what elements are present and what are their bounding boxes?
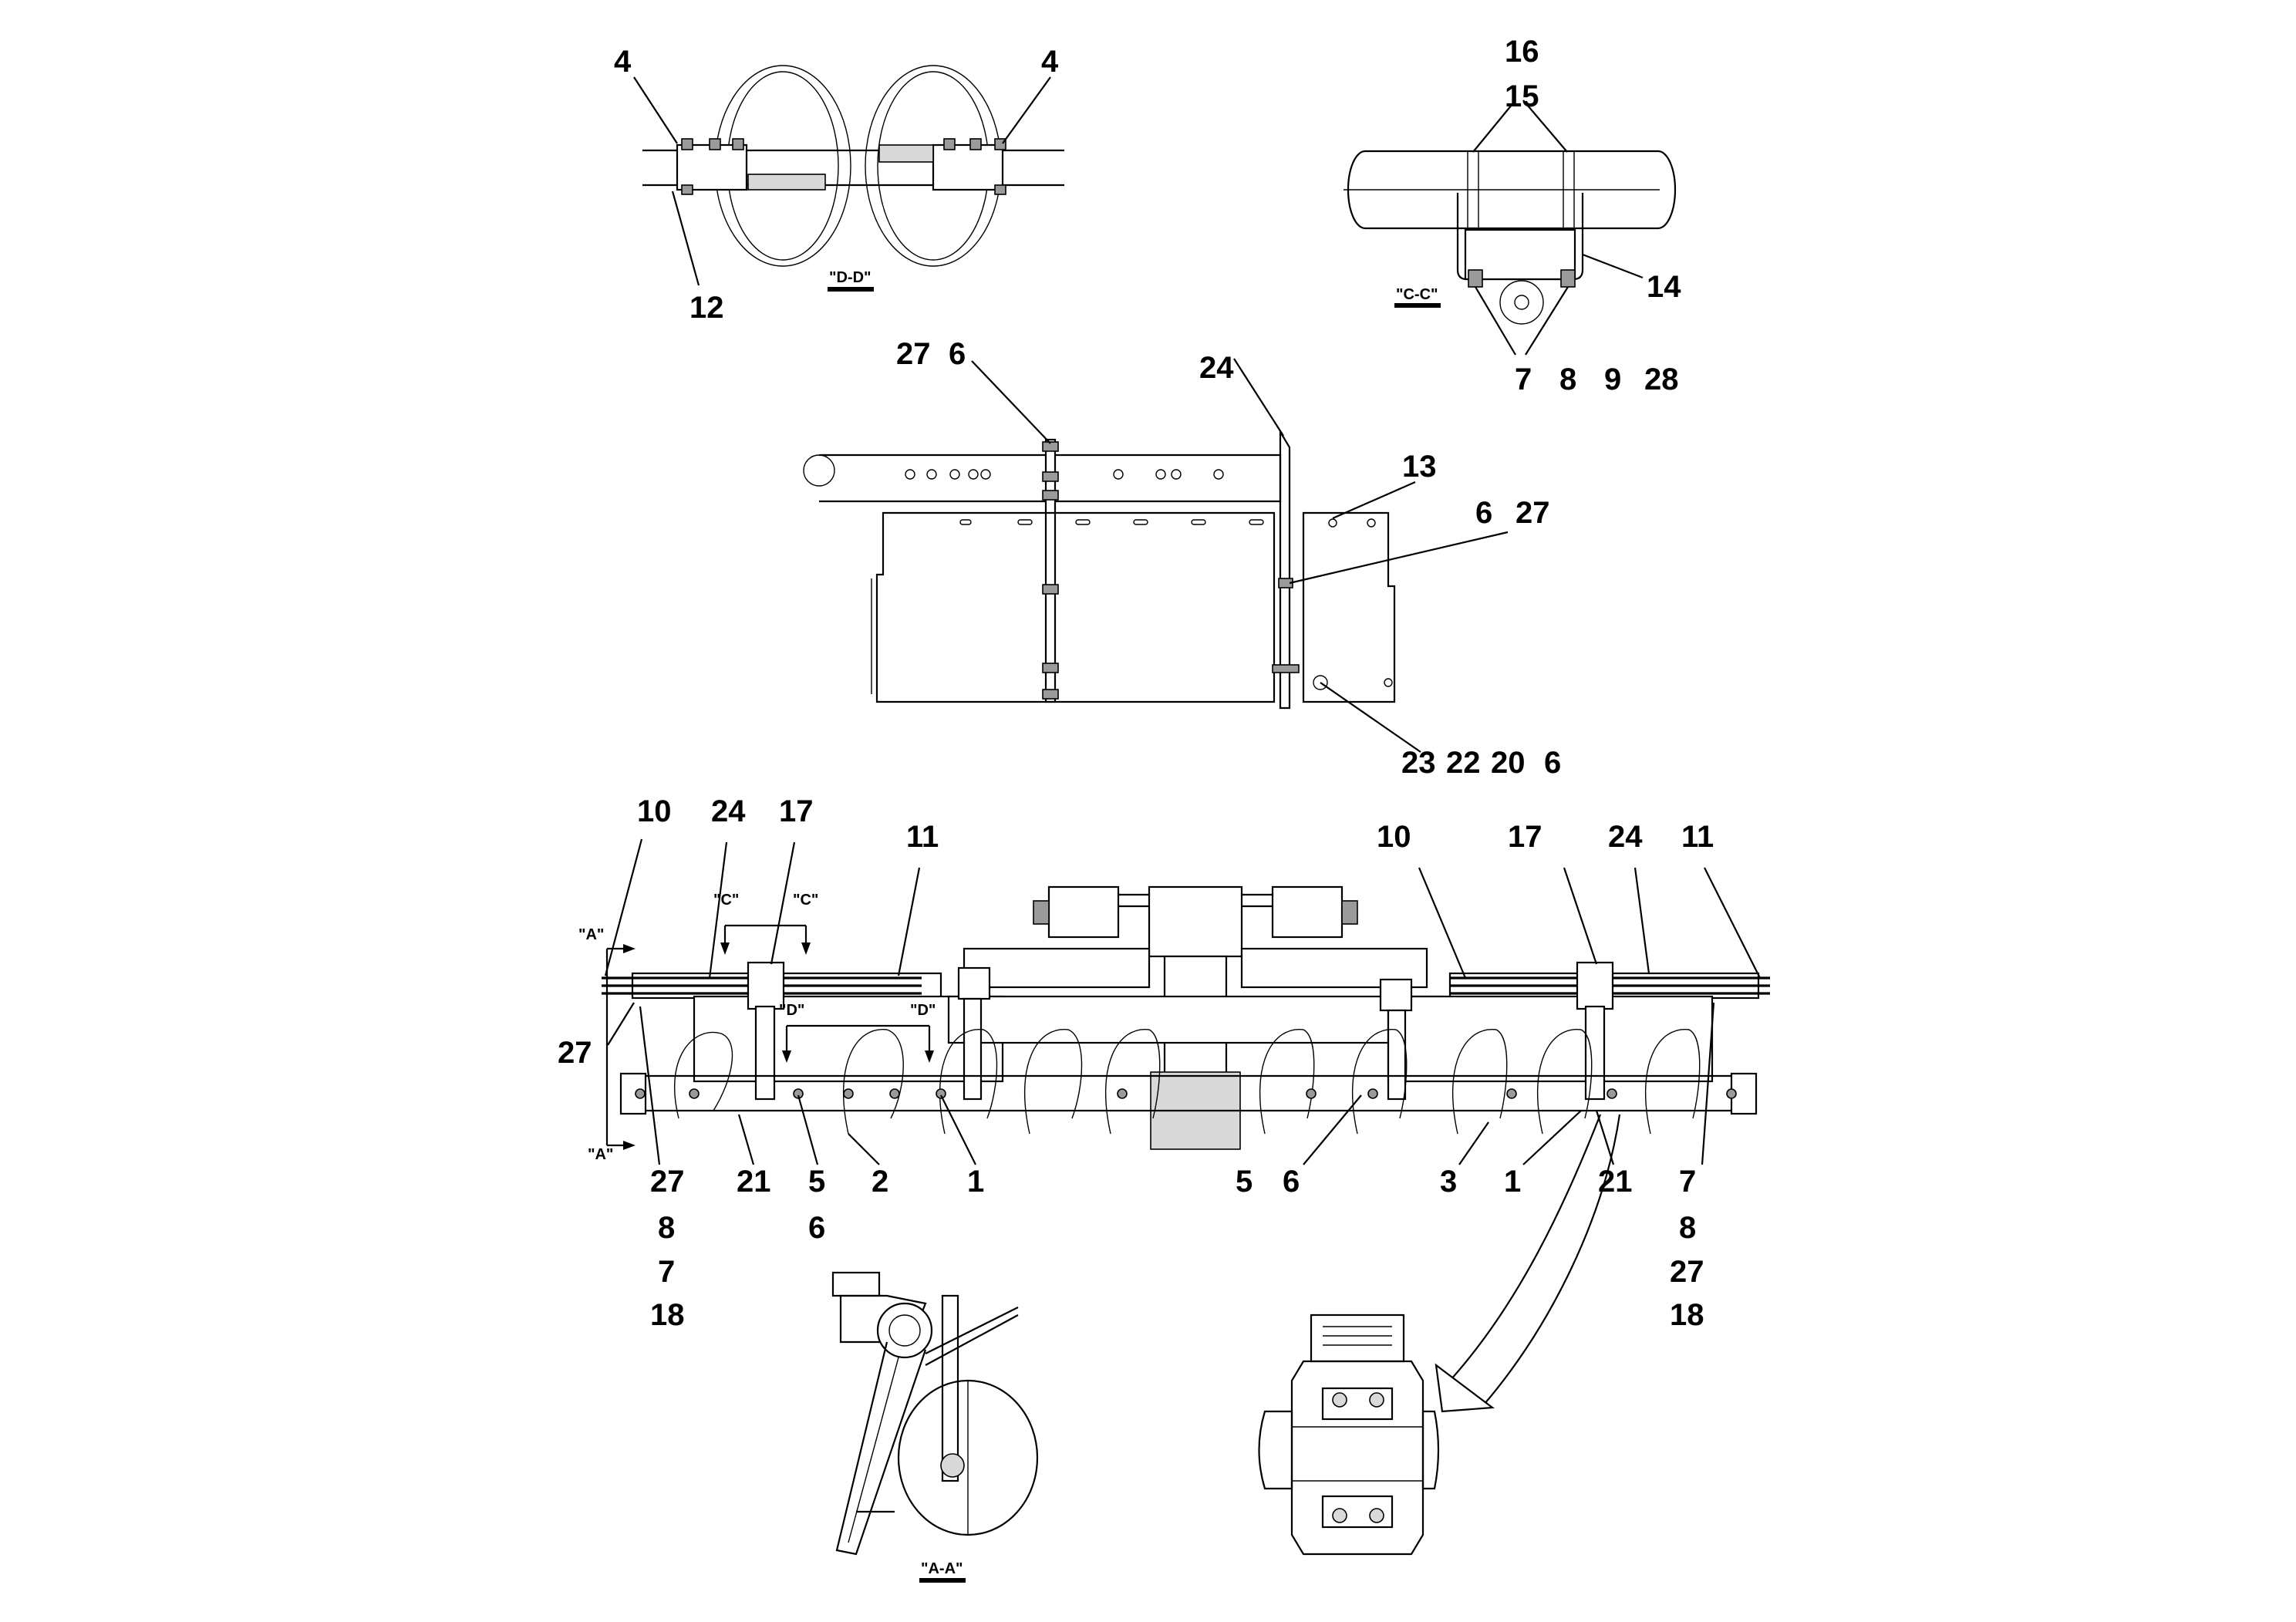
callout-11-left: 11 [906,820,939,854]
callout-27-left-side: 27 [558,1036,592,1070]
callout-8-cc: 8 [1559,363,1576,396]
callout-24-right: 24 [1608,820,1643,854]
callout-21-right: 21 [1598,1165,1633,1199]
callout-10-left: 10 [637,794,672,828]
callout-21-left: 21 [737,1165,771,1199]
callout-5-center: 5 [1236,1165,1253,1199]
callout-11-right: 11 [1681,820,1714,854]
section-marker-c-right: "C" [793,892,818,909]
callout-13-side: 13 [1402,450,1437,484]
section-marker-c-left: "C" [713,892,739,909]
callout-6-side-right: 6 [1475,496,1492,530]
callout-17-right: 17 [1508,820,1542,854]
callout-24-left: 24 [711,794,746,828]
callout-16: 16 [1505,35,1539,69]
section-label-a-a: "A-A" [921,1560,963,1577]
callout-15: 15 [1505,79,1539,113]
section-marker-d-right: "D" [910,1002,936,1019]
callout-17-left: 17 [779,794,814,828]
callout-2: 2 [872,1165,888,1199]
callout-27-side-right: 27 [1515,496,1550,530]
callout-28-cc: 28 [1644,363,1679,396]
view-c-c [1344,99,1677,356]
section-label-c-c: "C-C" [1396,286,1438,303]
callout-7-stack-left: 7 [658,1255,675,1289]
section-marker-a-bottom: "A" [588,1146,613,1163]
view-side [803,358,1509,753]
callout-27-bottom-left: 27 [650,1165,685,1199]
callout-5-left: 5 [808,1165,825,1199]
callout-23-side: 23 [1401,746,1436,780]
callout-22-side: 22 [1446,746,1481,780]
view-d-d [633,65,1064,292]
callout-12: 12 [689,291,724,325]
callout-1-left: 1 [967,1165,984,1199]
callout-9-cc: 9 [1604,363,1621,396]
callout-27-side-top: 27 [896,337,931,371]
callout-3: 3 [1440,1165,1457,1199]
callout-18-stack-left: 18 [650,1298,685,1332]
callout-10-right: 10 [1377,820,1411,854]
section-marker-a-top: "A" [578,926,604,943]
callout-6-side-bottom: 6 [1544,746,1561,780]
section-marker-d-left: "D" [779,1002,804,1019]
callout-20-side: 20 [1491,746,1526,780]
callout-24-side: 24 [1199,351,1234,385]
view-detail [1258,1313,1440,1556]
callout-7-cc: 7 [1515,363,1532,396]
section-label-d-d: "D-D" [829,269,872,286]
callout-1-right: 1 [1504,1165,1521,1199]
view-a-a [831,1271,1039,1583]
callout-6-side-top: 6 [949,337,966,371]
callout-6-under-5: 6 [808,1211,825,1245]
callout-14: 14 [1647,270,1681,304]
callout-18-stack-right: 18 [1670,1298,1704,1332]
callout-7-right: 7 [1679,1165,1696,1199]
callout-8-stack-left: 8 [658,1211,675,1245]
view-main-assembly [602,838,1770,1413]
callout-4-right: 4 [1041,45,1059,79]
callout-8-stack-right: 8 [1679,1211,1696,1245]
callout-27-stack-right: 27 [1670,1255,1704,1289]
callout-6-center: 6 [1283,1165,1300,1199]
callout-4-left: 4 [614,45,632,79]
